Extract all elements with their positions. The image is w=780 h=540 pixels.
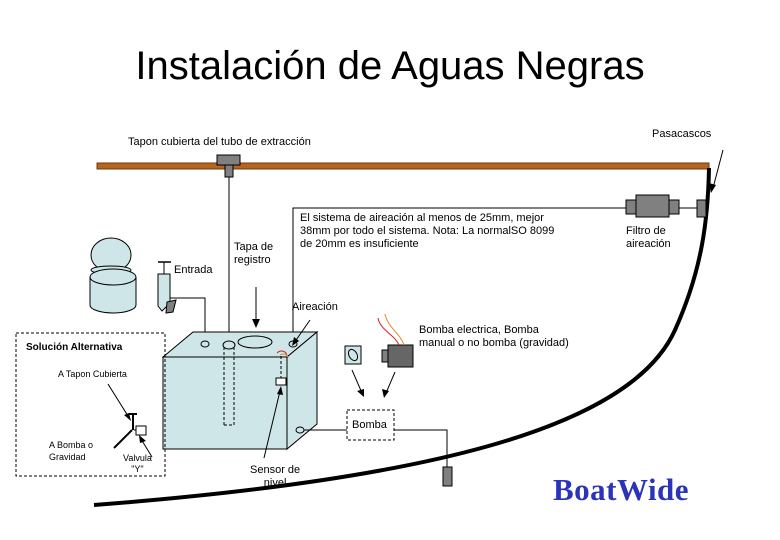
electric-pump-body — [387, 344, 414, 368]
y-valve-branch-left — [113, 429, 133, 449]
manual-pump-icon — [344, 345, 362, 365]
level-sensor-label: Sensor de nivel — [250, 464, 301, 489]
brand-logo: BoatWide — [553, 472, 690, 507]
hull-vent-fitting — [696, 199, 707, 218]
deck-cap-label: Tapon cubierta del tubo de extracción — [128, 136, 311, 148]
extraction-port — [222, 340, 236, 350]
alt-deck-arrowhead — [124, 413, 131, 421]
alt-to-deck-cap-label: A Tapon Cubierta — [58, 369, 127, 379]
inspection-cover-arrowhead — [252, 319, 260, 328]
aeration-arrowhead — [292, 337, 299, 346]
deck-cap-stem — [224, 164, 234, 178]
level-sensor-arrowhead — [277, 386, 283, 395]
inlet-pipe — [170, 297, 206, 343]
electric-pump-arrowhead — [382, 389, 389, 398]
alt-to-pump-label: A Bomba o Gravidad — [49, 440, 94, 462]
pump-options-label: Bomba electrica, Bomba manual o no bomba… — [419, 324, 569, 349]
deck-line — [96, 162, 710, 170]
outlet-seacock — [442, 466, 453, 487]
pump-to-outlet-line — [394, 429, 448, 470]
aeration-filter-right-cap — [668, 199, 680, 215]
thru-hull-arrow — [712, 149, 724, 189]
alternative-title: Solución Alternativa — [26, 342, 123, 353]
alt-deck-arrow — [107, 383, 129, 417]
toilet-bowl — [89, 277, 137, 314]
tank-front — [162, 356, 288, 450]
diagram-title: Instalación de Aguas Negras — [135, 44, 645, 88]
manual-pump-handle — [347, 348, 359, 362]
aeration-line — [292, 207, 628, 343]
aeration-filter-label: Filtro de aireación — [626, 225, 671, 250]
aeration-filter-left-cap — [625, 199, 637, 215]
sensor-float — [275, 377, 287, 386]
aeration-filter-body — [635, 194, 670, 218]
inspection-cover-label: Tapa de registro — [234, 241, 274, 266]
inlet-port — [200, 340, 210, 348]
deck-cap-fitting — [216, 154, 241, 166]
inlet-label: Entrada — [174, 264, 213, 276]
alternative-box — [15, 332, 166, 477]
thru-hull-label: Pasacascos — [652, 128, 712, 140]
pump-box — [346, 409, 395, 441]
manual-pump-arrowhead — [357, 389, 364, 397]
pump-wire-red — [377, 317, 400, 346]
manual-pump-arrow — [351, 369, 363, 394]
level-sensor-arrow — [263, 390, 281, 459]
sensor-wire-orange — [279, 353, 289, 359]
tank-side — [286, 330, 318, 451]
outlet-port — [295, 426, 305, 434]
alt-valve-arrowhead — [139, 435, 146, 443]
pump-label: Bomba — [352, 419, 387, 431]
aeration-label: Aireación — [292, 301, 338, 313]
inspection-cover — [237, 335, 273, 349]
y-valve-label: Valvula "Y" — [123, 453, 152, 474]
toilet-seat — [89, 268, 137, 286]
thru-hull-arrowhead — [709, 183, 716, 193]
electric-pump-arrow — [385, 371, 396, 394]
hull-line — [93, 167, 711, 507]
aeration-system-note: El sistema de aireación al menos de 25mm… — [300, 212, 555, 250]
pump-wire-orange — [384, 313, 405, 346]
inlet-valve — [165, 299, 177, 314]
y-valve-body — [135, 425, 147, 436]
electric-pump-shaft — [381, 349, 389, 363]
